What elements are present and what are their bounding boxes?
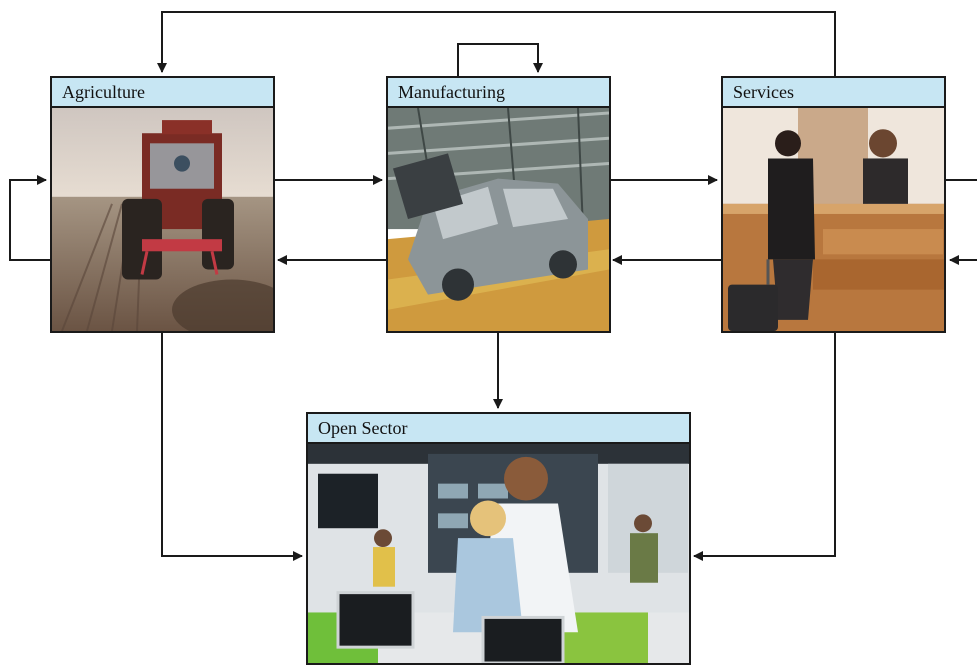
manufacturing-box: Manufacturing [386, 76, 611, 333]
manufacturing-label: Manufacturing [388, 78, 609, 108]
arrow-agriculture-self-loop [9, 175, 50, 261]
arrow-services-to-agriculture-top [157, 11, 836, 76]
tractor-photo [52, 108, 273, 331]
services-label: Services [723, 78, 944, 108]
assembly-line-photo [388, 108, 609, 331]
arrow-services-to-open-sector [693, 333, 836, 561]
open-sector-label: Open Sector [308, 414, 689, 444]
agriculture-label: Agriculture [52, 78, 273, 108]
services-box: Services [721, 76, 946, 333]
agriculture-box: Agriculture [50, 76, 275, 333]
hotel-desk-photo [723, 108, 944, 331]
arrow-agriculture-to-open-sector [161, 333, 303, 561]
arrow-manufacturing-self-loop [457, 43, 543, 76]
open-sector-box: Open Sector [306, 412, 691, 665]
electronics-store-photo [308, 444, 689, 663]
